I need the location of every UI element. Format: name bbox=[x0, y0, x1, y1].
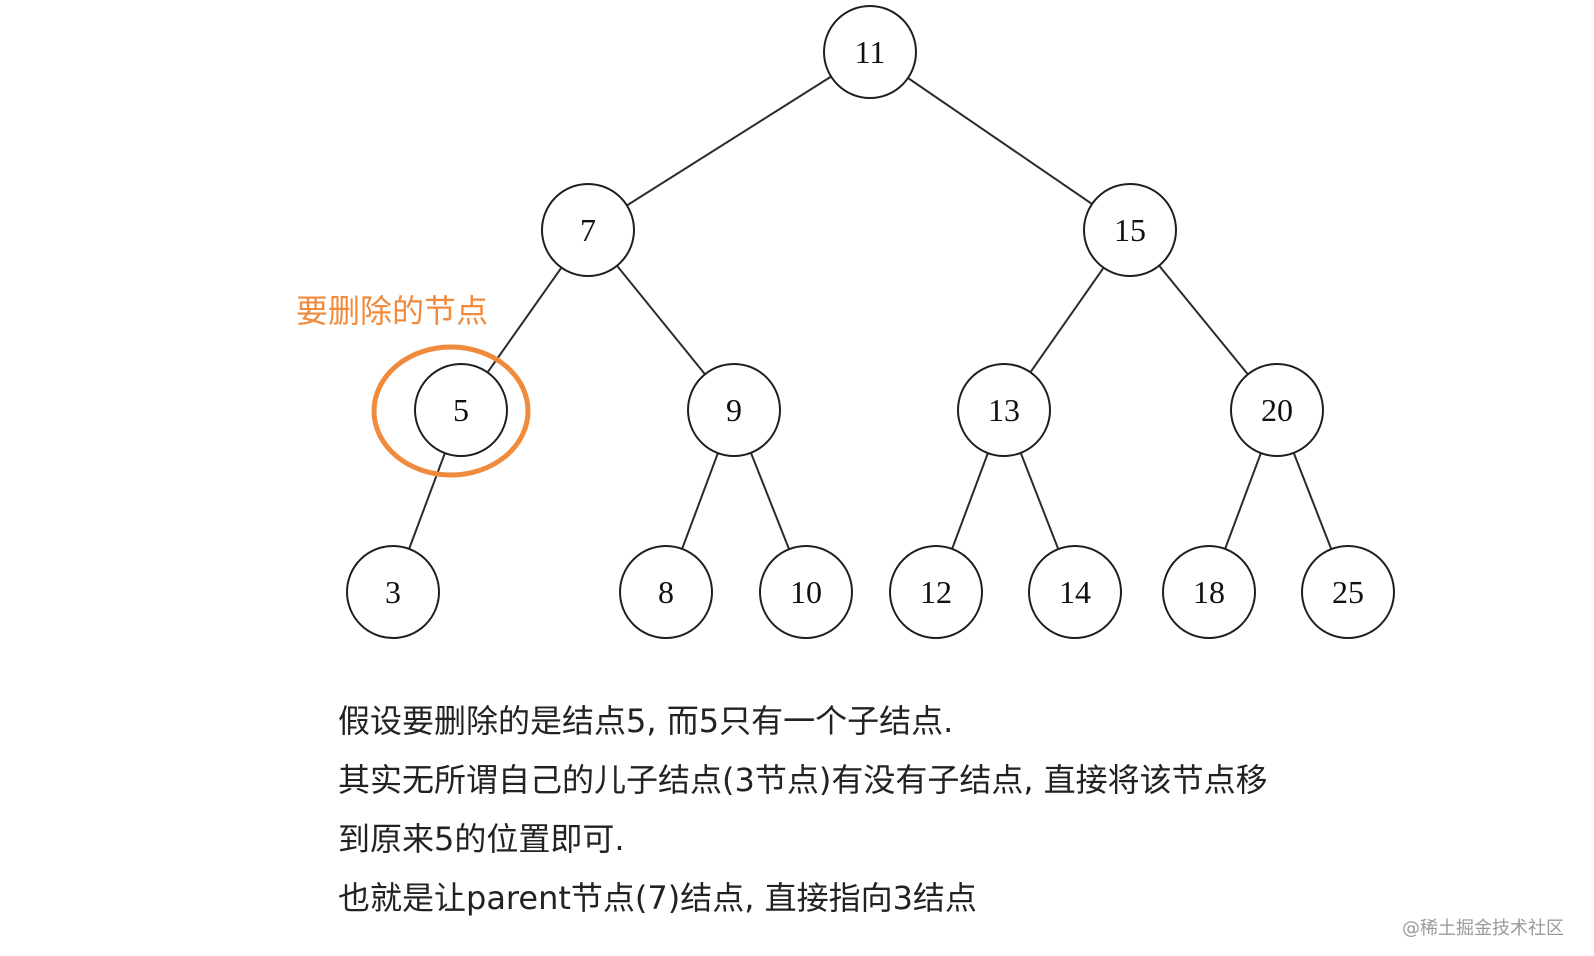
tree-node-18: 18 bbox=[1162, 545, 1256, 639]
tree-node-circle bbox=[1083, 183, 1177, 277]
caption-line-3: 到原来5的位置即可. bbox=[338, 820, 625, 858]
delete-highlight-ring bbox=[371, 344, 531, 478]
tree-node-label: 20 bbox=[1261, 392, 1293, 428]
tree-node-11: 11 bbox=[823, 5, 917, 99]
caption-line-2: 其实无所谓自己的儿子结点(3节点)有没有子结点, 直接将该节点移 bbox=[338, 761, 1268, 799]
tree-node-label: 9 bbox=[726, 392, 742, 428]
tree-node-5: 5 bbox=[414, 363, 508, 457]
tree-node-circle bbox=[823, 5, 917, 99]
tree-node-10: 10 bbox=[759, 545, 853, 639]
tree-node-8: 8 bbox=[619, 545, 713, 639]
caption: 假设要删除的是结点5, 而5只有一个子结点. 其实无所谓自己的儿子结点(3节点)… bbox=[338, 692, 1458, 928]
tree-node-label: 25 bbox=[1332, 574, 1364, 610]
tree-node-7: 7 bbox=[541, 183, 635, 277]
caption-line-4: 也就是让parent节点(7)结点, 直接指向3结点 bbox=[338, 879, 977, 917]
tree-edges bbox=[392, 51, 1349, 593]
tree-node-label: 18 bbox=[1193, 574, 1225, 610]
tree-node-circle bbox=[1230, 363, 1324, 457]
tree-edge-11-15 bbox=[869, 51, 1131, 231]
tree-node-13: 13 bbox=[957, 363, 1051, 457]
tree-node-label: 15 bbox=[1114, 212, 1146, 248]
caption-line-1: 假设要删除的是结点5, 而5只有一个子结点. bbox=[338, 702, 954, 740]
tree-node-circle bbox=[619, 545, 713, 639]
tree-node-circle bbox=[414, 363, 508, 457]
tree-node-label: 13 bbox=[988, 392, 1020, 428]
tree-node-label: 12 bbox=[920, 574, 952, 610]
tree-node-label: 7 bbox=[580, 212, 596, 248]
tree-node-circle bbox=[346, 545, 440, 639]
tree-node-3: 3 bbox=[346, 545, 440, 639]
tree-node-circle bbox=[541, 183, 635, 277]
tree-node-circle bbox=[889, 545, 983, 639]
delete-annotation-label: 要删除的节点 bbox=[296, 292, 488, 330]
tree-node-circle bbox=[1301, 545, 1395, 639]
tree-node-label: 14 bbox=[1059, 574, 1091, 610]
tree-node-20: 20 bbox=[1230, 363, 1324, 457]
tree-node-12: 12 bbox=[889, 545, 983, 639]
tree-edge-11-7 bbox=[587, 51, 871, 231]
tree-node-circle bbox=[759, 545, 853, 639]
tree-node-label: 5 bbox=[453, 392, 469, 428]
watermark: @稀土掘金技术社区 bbox=[1402, 918, 1564, 939]
tree-node-14: 14 bbox=[1028, 545, 1122, 639]
tree-node-circle bbox=[957, 363, 1051, 457]
tree-node-15: 15 bbox=[1083, 183, 1177, 277]
tree-node-label: 11 bbox=[855, 34, 886, 70]
tree-node-label: 8 bbox=[658, 574, 674, 610]
tree-node-label: 3 bbox=[385, 574, 401, 610]
tree-node-circle bbox=[1162, 545, 1256, 639]
tree-node-label: 10 bbox=[790, 574, 822, 610]
tree-node-circle bbox=[1028, 545, 1122, 639]
tree-nodes: 11 7 15 5 9 13 20 3 8 10 12 14 18 25 bbox=[346, 5, 1395, 639]
tree-node-9: 9 bbox=[687, 363, 781, 457]
tree-node-25: 25 bbox=[1301, 545, 1395, 639]
tree-node-circle bbox=[687, 363, 781, 457]
